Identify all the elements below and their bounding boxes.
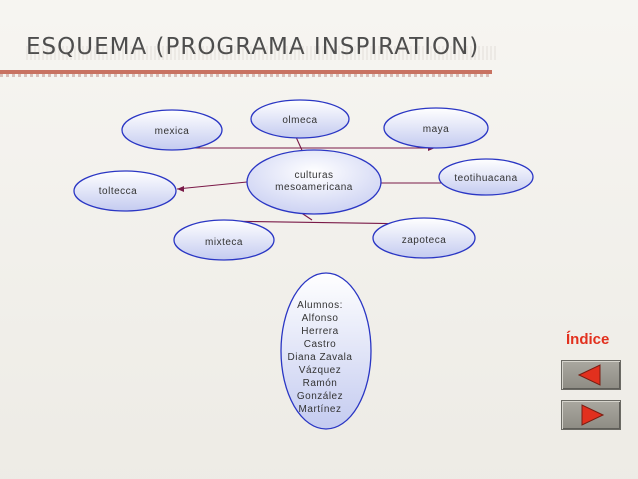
alumnos-line: Alumnos: [297,300,343,311]
node-label-mixteca: mixteca [205,237,243,248]
links [176,136,452,225]
alumnos-line: Diana Zavala [288,352,353,363]
title-underline [0,70,492,74]
prev-slide-button[interactable] [561,360,621,390]
next-slide-button[interactable] [561,400,621,430]
alumnos-line: Vázquez [299,365,341,376]
center-label-line2: mesoamericana [275,182,353,193]
alumnos-line: Castro [304,339,336,350]
alumnos-line: González [297,391,343,402]
node-teotihuacana [438,158,534,196]
center-label-line1: culturas [294,170,333,181]
alumnos-line: Ramón [303,378,338,389]
arrow-left-icon [577,364,601,386]
node-label-toltecca: toltecca [99,186,137,197]
node-center [246,149,382,215]
node-alumnos [280,272,372,430]
indice-link[interactable]: Índice [566,331,610,348]
link-mixteca-zapoteca [216,220,418,225]
link-center-toltecca [176,181,248,190]
node-maya [383,107,489,149]
node-label-teotihuacana: teotihuacana [454,173,517,184]
alumnos-text: Alumnos: Alfonso Herrera Castro Diana Za… [288,300,353,415]
arrow-right-icon [581,404,605,426]
node-mexica [121,109,223,151]
title-underline-dashes [0,74,492,77]
alumnos-line: Alfonso [302,313,339,324]
slide-title: ESQUEMA (PROGRAMA INSPIRATION) [26,34,480,60]
node-label-maya: maya [423,124,449,135]
node-olmeca [250,99,350,139]
alumnos-line: Martínez [299,404,342,415]
node-toltecca [73,170,177,212]
node-mixteca [173,219,275,261]
alumnos-line: Herrera [301,326,338,337]
node-label-mexica: mexica [155,126,190,137]
node-shapes [73,99,534,261]
node-label-zapoteca: zapoteca [402,235,447,246]
node-zapoteca [372,217,476,259]
node-label-olmeca: olmeca [282,115,317,126]
